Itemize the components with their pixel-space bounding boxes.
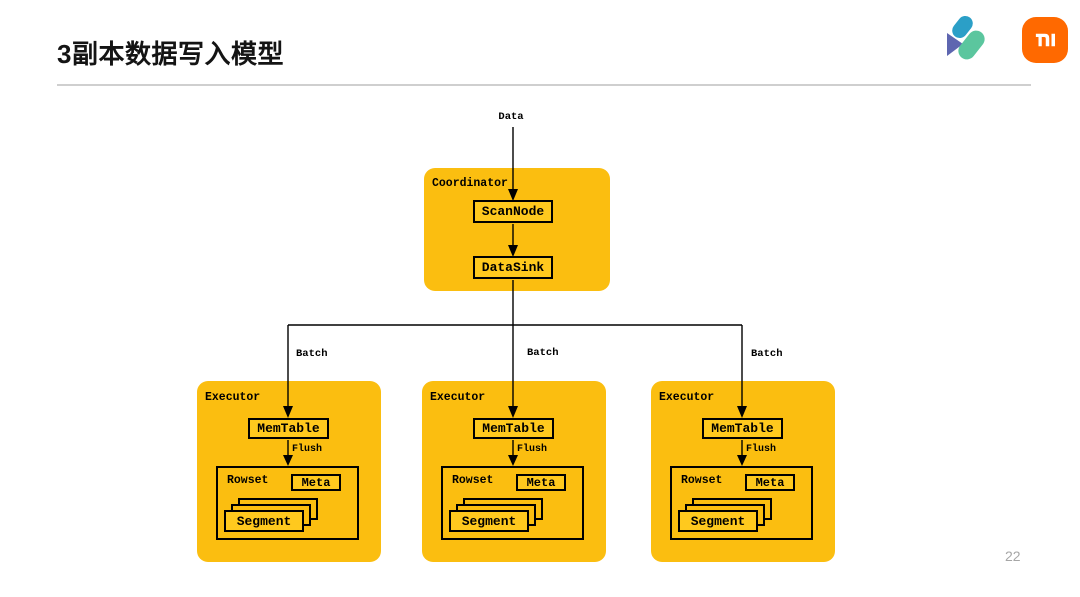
rowset-box: Rowset Meta Segment: [216, 466, 359, 540]
executor-box-2: Executor MemTable Flush Rowset Meta Segm…: [422, 381, 606, 562]
executor-label: Executor: [659, 391, 715, 404]
memtable-node: MemTable: [702, 418, 783, 439]
meta-node: Meta: [745, 474, 795, 491]
rowset-label: Rowset: [227, 474, 269, 487]
page-number: 22: [1005, 548, 1021, 564]
executor-label: Executor: [205, 391, 261, 404]
executor-label: Executor: [430, 391, 486, 404]
page-title: 3副本数据写入模型: [57, 39, 284, 69]
executor-box-1: Executor MemTable Flush Rowset Meta Segm…: [197, 381, 381, 562]
data-label: Data: [498, 111, 524, 123]
segment-node: Segment: [449, 510, 529, 532]
rowset-label: Rowset: [452, 474, 494, 487]
flush-label: Flush: [292, 444, 323, 455]
title-divider: [57, 84, 1031, 86]
segment-node: Segment: [678, 510, 758, 532]
rowset-box: Rowset Meta Segment: [441, 466, 584, 540]
flush-label: Flush: [746, 444, 777, 455]
scannode-node: ScanNode: [473, 200, 553, 223]
segment-node: Segment: [224, 510, 304, 532]
batch-label: Batch: [751, 348, 783, 360]
coordinator-box: Coordinator ScanNode DataSink: [424, 168, 610, 291]
partner-logo-icon: [940, 13, 988, 65]
memtable-node: MemTable: [473, 418, 554, 439]
memtable-node: MemTable: [248, 418, 329, 439]
meta-node: Meta: [291, 474, 341, 491]
batch-label: Batch: [527, 347, 559, 359]
rowset-label: Rowset: [681, 474, 723, 487]
meta-node: Meta: [516, 474, 566, 491]
batch-label: Batch: [296, 348, 328, 360]
xiaomi-mi-logo-icon: [1022, 17, 1068, 63]
executor-box-3: Executor MemTable Flush Rowset Meta Segm…: [651, 381, 835, 562]
coordinator-label: Coordinator: [432, 177, 508, 190]
flush-label: Flush: [517, 444, 548, 455]
rowset-box: Rowset Meta Segment: [670, 466, 813, 540]
datasink-node: DataSink: [473, 256, 553, 279]
